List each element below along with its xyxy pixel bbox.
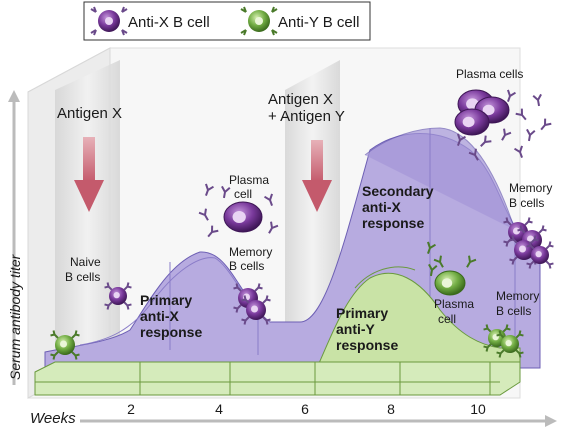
x-axis-ticks: 2 4 6 8 10 xyxy=(127,401,486,417)
anti-y-legend-label: Anti-Y B cell xyxy=(278,14,359,31)
antibody-x-0 xyxy=(205,183,214,196)
y-axis-label: Serum antibody titer xyxy=(7,253,23,380)
secondary-anti-x-label: Secondary anti-X response xyxy=(362,183,434,231)
primary-anti-x-label: Primary anti-X response xyxy=(140,292,202,340)
svg-text:Secondary: Secondary xyxy=(362,183,434,199)
svg-text:B cells: B cells xyxy=(509,196,544,210)
memory-b-cells-label-right: Memory B cells xyxy=(509,181,552,210)
svg-text:cell: cell xyxy=(234,187,252,201)
antibody-x-right-7 xyxy=(457,133,466,146)
antibody-x-right-6 xyxy=(468,148,479,161)
antibody-x-right-5 xyxy=(480,135,492,147)
svg-text:Plasma: Plasma xyxy=(229,173,269,187)
antibody-x-right-0 xyxy=(507,89,516,102)
svg-text:B cells: B cells xyxy=(229,259,264,273)
memory-b-cells-label-mid: Memory B cells xyxy=(229,245,272,273)
memory-b-cell-x-2 xyxy=(241,295,271,325)
antibody-x-right-8 xyxy=(532,93,542,107)
antigen-xy-arrow xyxy=(302,140,332,212)
x-axis-label: Weeks xyxy=(30,410,76,427)
svg-text:cell: cell xyxy=(438,312,456,326)
antigen-x-column xyxy=(55,60,120,370)
antibody-y-2 xyxy=(466,255,477,268)
antibody-y-1 xyxy=(433,255,444,268)
tick-label: 2 xyxy=(127,401,135,417)
svg-text:Primary: Primary xyxy=(336,305,388,321)
antibody-y-0 xyxy=(427,241,436,254)
plasma-cells-label-right: Plasma cells xyxy=(456,67,523,81)
legend: Anti-X B cell Anti-Y B cell xyxy=(83,1,371,41)
svg-text:anti-X: anti-X xyxy=(362,199,402,215)
svg-text:Naive: Naive xyxy=(70,255,101,269)
plasma-cell-x xyxy=(223,201,263,233)
plasma-cell-cluster-3 xyxy=(454,108,490,136)
antibody-x-right-9 xyxy=(540,118,552,131)
tick-label: 8 xyxy=(387,401,395,417)
tick-label: 10 xyxy=(470,401,486,417)
svg-text:anti-X: anti-X xyxy=(140,308,180,324)
svg-text:Memory: Memory xyxy=(509,181,552,195)
naive-b-cells-label: Naive B cells xyxy=(65,255,101,284)
svg-text:anti-Y: anti-Y xyxy=(336,321,376,337)
antigen-xy-label-line1: Antigen X xyxy=(268,91,333,108)
antibody-x-1 xyxy=(198,208,209,221)
memory-b-cell-y-2 xyxy=(496,330,524,358)
antibody-x-right-1 xyxy=(515,108,527,121)
antibody-x-right-4 xyxy=(514,145,523,158)
plasma-cell-y xyxy=(434,270,466,296)
y-axis xyxy=(8,90,20,385)
antibody-x-4 xyxy=(268,221,279,234)
svg-text:response: response xyxy=(140,324,202,340)
memory-b-cells-label-y: Memory B cells xyxy=(496,289,539,318)
antibody-x-2 xyxy=(207,225,219,238)
antibody-x-5 xyxy=(221,185,231,199)
svg-text:Memory: Memory xyxy=(229,245,272,259)
naive-anti-x-b-cell xyxy=(104,282,132,310)
svg-text:Plasma: Plasma xyxy=(434,297,474,311)
antigen-xy-label-line2: + Antigen Y xyxy=(268,108,345,125)
svg-text:response: response xyxy=(336,337,398,353)
tick-label: 4 xyxy=(215,401,223,417)
antigen-x-label: Antigen X xyxy=(57,105,122,122)
x-axis xyxy=(80,415,557,427)
svg-text:response: response xyxy=(362,215,424,231)
cell-illustrations xyxy=(50,89,554,360)
anti-y-response-band xyxy=(314,266,521,373)
naive-anti-y-b-cell xyxy=(50,330,80,360)
antibody-x-right-3 xyxy=(526,128,536,142)
svg-text:Memory: Memory xyxy=(496,289,539,303)
svg-text:B cells: B cells xyxy=(65,270,100,284)
tick-label: 6 xyxy=(301,401,309,417)
base-platform xyxy=(34,361,521,396)
memory-b-cell-right-4 xyxy=(526,241,554,269)
antigen-x-arrow xyxy=(74,137,104,212)
plasma-cell-label-y: Plasma cell xyxy=(434,297,474,326)
anti-x-legend-label: Anti-X B cell xyxy=(128,14,210,31)
antibody-y-3 xyxy=(428,263,438,277)
primary-anti-y-label: Primary anti-Y response xyxy=(336,305,398,353)
antibody-x-right-2 xyxy=(501,128,512,141)
svg-text:B cells: B cells xyxy=(496,304,531,318)
svg-text:Primary: Primary xyxy=(140,292,192,308)
plasma-cell-label-x: Plasma cell xyxy=(229,173,269,201)
antibody-x-3 xyxy=(264,193,273,206)
